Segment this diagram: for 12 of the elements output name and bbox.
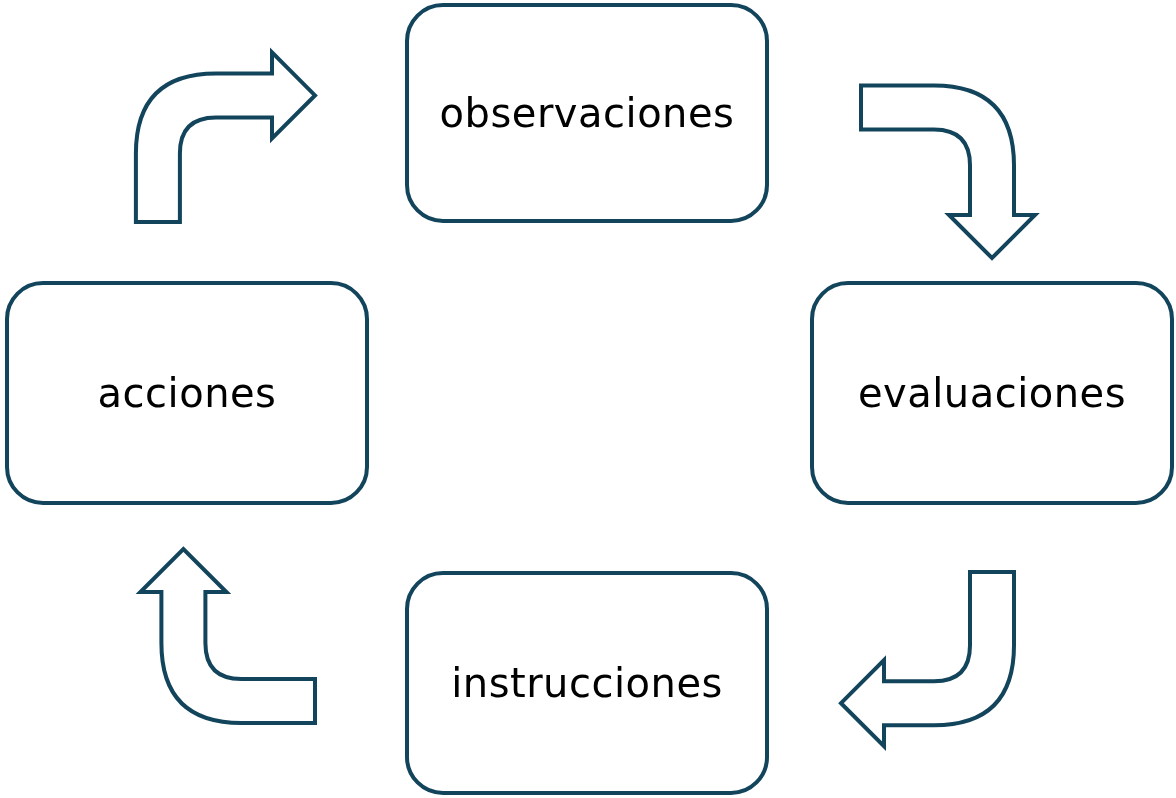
node-label: evaluaciones [857,370,1127,416]
bent-arrow [138,547,317,725]
node-label: instrucciones [451,660,723,706]
bent-arrow [839,570,1016,749]
process-box [810,281,1174,505]
bent-arrow [859,83,1037,260]
node-label: observaciones [439,90,735,136]
node-label: acciones [97,370,277,416]
process-box [405,3,769,223]
process-box [405,571,769,795]
bent-arrow [133,50,317,224]
process-box [5,281,369,505]
